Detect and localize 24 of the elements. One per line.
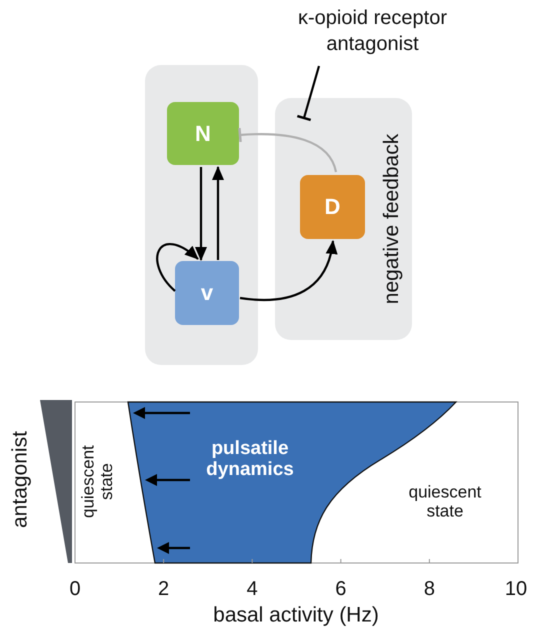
tick-label: 6 <box>334 578 348 600</box>
arrow <box>195 167 207 261</box>
annotation-text: κ-opioid receptor antagonist <box>270 5 475 65</box>
axis-label: antagonist <box>8 430 32 530</box>
group-panel <box>275 98 412 340</box>
region-label: pulsatile dynamics <box>205 439 295 481</box>
axis-title: basal activity (Hz) <box>212 603 380 627</box>
region-label: quiescent state <box>79 444 117 520</box>
tick-label: 4 <box>246 578 259 600</box>
group-panel <box>145 65 258 365</box>
region-label: quiescent state <box>408 483 482 521</box>
arrow <box>240 240 337 302</box>
inhibition-line <box>238 126 338 172</box>
group-title: negative feedback <box>380 134 404 304</box>
tick-label: 8 <box>422 578 436 600</box>
tick-label: 2 <box>157 578 170 600</box>
tick-label: 0 <box>68 578 82 600</box>
tick-label: 10 <box>504 578 528 600</box>
arrow <box>156 243 199 292</box>
inhibition-line <box>296 66 320 122</box>
node-box: v <box>175 261 239 325</box>
node-box: D <box>300 175 365 239</box>
arrow <box>212 166 224 260</box>
node-box: N <box>167 102 239 165</box>
